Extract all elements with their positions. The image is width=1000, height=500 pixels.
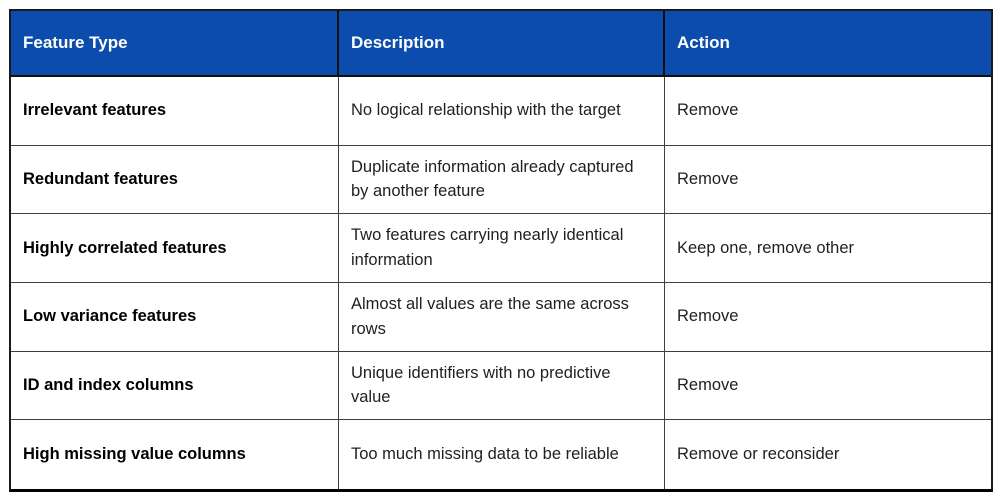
row-4-description: Almost all values are the same across ro…: [339, 282, 665, 352]
table-grid: Feature Type Description Action Irreleva…: [11, 11, 991, 489]
row-3-description: Two features carrying nearly identical i…: [339, 214, 665, 283]
row-3-feature-type: Highly correlated features: [11, 214, 339, 283]
row-2-description: Duplicate information already captured b…: [339, 145, 665, 215]
row-1-description: No logical relationship with the target: [339, 77, 665, 146]
row-5-description: Unique identifiers with no predictive va…: [339, 351, 665, 421]
row-6-action: Remove or reconsider: [677, 445, 840, 464]
row-6-feature-type: High missing value columns: [11, 420, 339, 489]
row-1-feature-type: Irrelevant features: [11, 77, 339, 146]
header-feature-type: Feature Type: [11, 11, 339, 77]
row-6-description: Too much missing data to be reliable: [339, 420, 665, 489]
header-action: Action: [665, 11, 991, 77]
row-5-action: Remove: [665, 352, 991, 421]
row-2-feature-type: Redundant features: [11, 145, 339, 215]
row-1-action: Remove: [665, 77, 991, 146]
row-2-action: Remove: [665, 146, 991, 215]
row-5-feature-type: ID and index columns: [11, 351, 339, 421]
row-3-action: Keep one, remove other: [665, 214, 991, 283]
row-4-feature-type: Low variance features: [11, 282, 339, 352]
header-description: Description: [339, 11, 665, 77]
feature-selection-table: Feature Type Description Action Irreleva…: [9, 9, 993, 492]
row-4-action: Remove: [665, 283, 991, 352]
